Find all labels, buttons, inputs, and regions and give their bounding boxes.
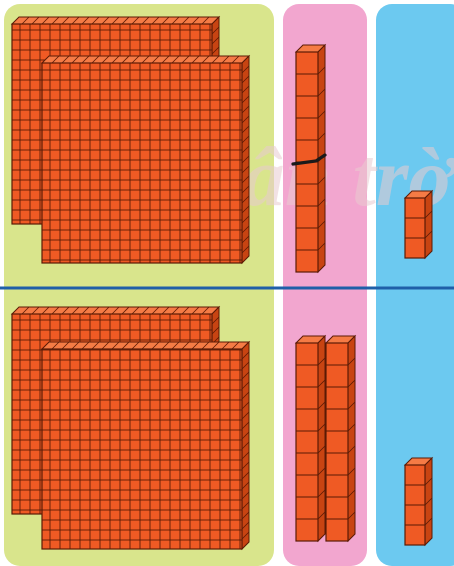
unit-side	[425, 191, 432, 258]
rod-face	[296, 343, 318, 541]
unit-face	[405, 198, 425, 258]
hundred-flat	[42, 56, 249, 263]
flat-grid	[42, 63, 242, 263]
ten-rod	[296, 336, 325, 541]
rod-side	[318, 336, 325, 541]
ones-stack	[405, 191, 432, 258]
rod-face	[326, 343, 348, 541]
flat-grid	[42, 349, 242, 549]
rod-side	[348, 336, 355, 541]
ten-rod	[293, 45, 325, 272]
ones-stack	[405, 458, 432, 545]
hundred-flat	[42, 342, 249, 549]
ten-rod	[326, 336, 355, 541]
